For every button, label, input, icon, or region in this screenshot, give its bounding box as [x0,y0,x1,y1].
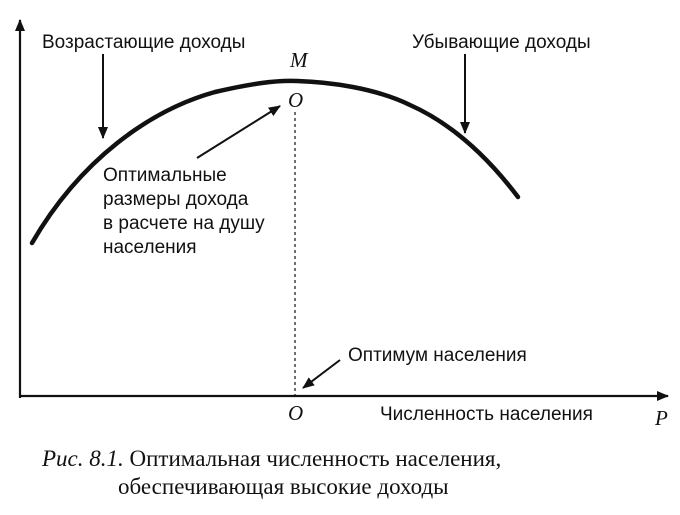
figure-caption-line2: обеспечивающая высокие доходы [118,474,449,499]
optimal-income-label-line3: в расчете на душу [103,213,265,234]
optimum-population-label: Оптимум населения [348,345,527,366]
optimal-income-label-line2: размеры дохода [103,189,249,210]
increasing-income-label: Возрастающие доходы [42,32,245,53]
optimum-population-arrow [302,359,341,389]
optimal-income-label-line4: населения [103,237,197,258]
optimal-income-label-line1: Оптимальные [103,165,227,186]
figure-caption-title: Оптимальная численность населения, [124,446,501,471]
figure-caption-line1: Рис. 8.1. Оптимальная численность населе… [41,446,501,471]
income-curve [29,78,521,246]
figure-caption-prefix: Рис. 8.1. [41,446,124,471]
point-m-label: M [289,48,309,72]
x-axis-label: Численность населения [380,404,593,425]
p-axis-label: P [654,406,668,430]
decreasing-income-label: Убывающие доходы [412,32,591,53]
optimal-income-arrow [196,105,281,159]
point-o-bottom-label: O [288,401,303,425]
point-o-top-label: O [288,88,303,112]
